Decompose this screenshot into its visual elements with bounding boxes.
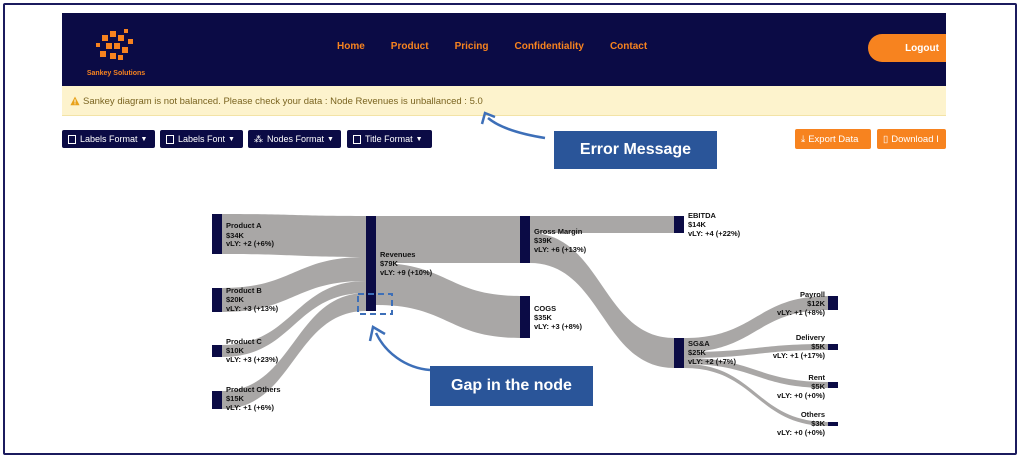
logout-button[interactable]: Logout bbox=[868, 34, 946, 62]
logo-mark-icon bbox=[96, 29, 133, 60]
download-label: Download I bbox=[891, 133, 939, 145]
title-format-label: Title Format bbox=[365, 134, 413, 144]
error-arrowhead-icon bbox=[480, 111, 496, 125]
export-data-label: Export Data bbox=[808, 133, 859, 145]
node-rent[interactable] bbox=[828, 382, 838, 388]
link-revenues-cogs bbox=[376, 263, 520, 338]
link-product-c-revenues bbox=[222, 281, 366, 357]
labels-format-dropdown[interactable]: Labels Format ▼ bbox=[62, 130, 155, 148]
link-revenues-gross-margin bbox=[376, 216, 520, 263]
node-payroll[interactable] bbox=[828, 296, 838, 310]
caret-down-icon: ▼ bbox=[228, 135, 235, 143]
link-product-a-revenues bbox=[222, 214, 366, 257]
brand-name: Sankey Solutions bbox=[86, 70, 146, 77]
file-icon: ▯ bbox=[883, 133, 889, 145]
link-sga-delivery bbox=[684, 344, 828, 358]
gap-arrowhead-icon bbox=[368, 325, 386, 342]
link-product-b-revenues bbox=[222, 257, 366, 312]
node-delivery[interactable] bbox=[828, 344, 838, 350]
nav-confidentiality[interactable]: Confidentiality bbox=[514, 41, 584, 52]
link-gross-margin-sga bbox=[530, 233, 674, 368]
document-icon bbox=[353, 134, 361, 144]
alert-message: Sankey diagram is not balanced. Please c… bbox=[83, 96, 483, 107]
node-sga[interactable] bbox=[674, 338, 684, 368]
export-data-button[interactable]: ⤓ Export Data bbox=[795, 129, 871, 149]
nav-home[interactable]: Home bbox=[337, 41, 365, 52]
node-product-others[interactable] bbox=[212, 391, 222, 409]
node-ebitda[interactable] bbox=[674, 216, 684, 233]
error-message-callout: Error Message bbox=[554, 131, 717, 169]
labels-format-label: Labels Format bbox=[80, 134, 138, 144]
gap-callout: Gap in the node bbox=[430, 366, 593, 406]
title-format-dropdown[interactable]: Title Format ▼ bbox=[347, 130, 432, 148]
caret-down-icon: ▼ bbox=[327, 135, 334, 143]
node-revenues[interactable] bbox=[366, 216, 376, 311]
node-cogs[interactable] bbox=[520, 296, 530, 338]
brand-logo[interactable]: Sankey Solutions bbox=[76, 21, 156, 81]
sankey-nodes bbox=[212, 214, 838, 426]
link-sga-rent bbox=[684, 358, 828, 388]
sankey-links bbox=[222, 214, 828, 426]
labels-font-label: Labels Font bbox=[178, 134, 226, 144]
caret-down-icon: ▼ bbox=[415, 135, 423, 143]
nodes-format-label: Nodes Format bbox=[267, 134, 325, 144]
annotation-arrows bbox=[368, 111, 546, 372]
gap-highlight-box bbox=[357, 293, 393, 315]
node-product-c[interactable] bbox=[212, 345, 222, 357]
labels-font-dropdown[interactable]: Labels Font ▼ bbox=[160, 130, 243, 148]
nav-product[interactable]: Product bbox=[390, 41, 429, 52]
download-icon: ⤓ bbox=[801, 133, 806, 145]
node-product-b[interactable] bbox=[212, 288, 222, 312]
caret-down-icon: ▼ bbox=[140, 135, 148, 143]
link-gross-margin-ebitda bbox=[530, 216, 674, 233]
link-sga-payroll bbox=[684, 296, 828, 352]
node-others[interactable] bbox=[828, 422, 838, 426]
nodes-icon: ⁂ bbox=[254, 133, 263, 144]
nodes-format-dropdown[interactable]: ⁂ Nodes Format ▼ bbox=[248, 130, 341, 148]
node-gross-margin[interactable] bbox=[520, 216, 530, 263]
outer-frame bbox=[3, 3, 1017, 455]
document-icon bbox=[166, 134, 174, 144]
navbar: Sankey Solutions Home Product Pricing Co… bbox=[62, 13, 946, 86]
nav-contact[interactable]: Contact bbox=[609, 41, 648, 52]
node-product-a[interactable] bbox=[212, 214, 222, 254]
document-icon bbox=[68, 134, 76, 144]
nav-pricing[interactable]: Pricing bbox=[454, 41, 489, 52]
link-product-others-revenues bbox=[222, 293, 366, 409]
link-sga-others bbox=[684, 364, 828, 426]
nav-links: Home Product Pricing Confidentiality Con… bbox=[337, 41, 647, 52]
warning-icon bbox=[70, 96, 80, 106]
download-button[interactable]: ▯ Download I bbox=[877, 129, 946, 149]
gap-arrow bbox=[374, 332, 431, 372]
error-arrow bbox=[487, 117, 546, 140]
error-alert: Sankey diagram is not balanced. Please c… bbox=[62, 86, 946, 116]
